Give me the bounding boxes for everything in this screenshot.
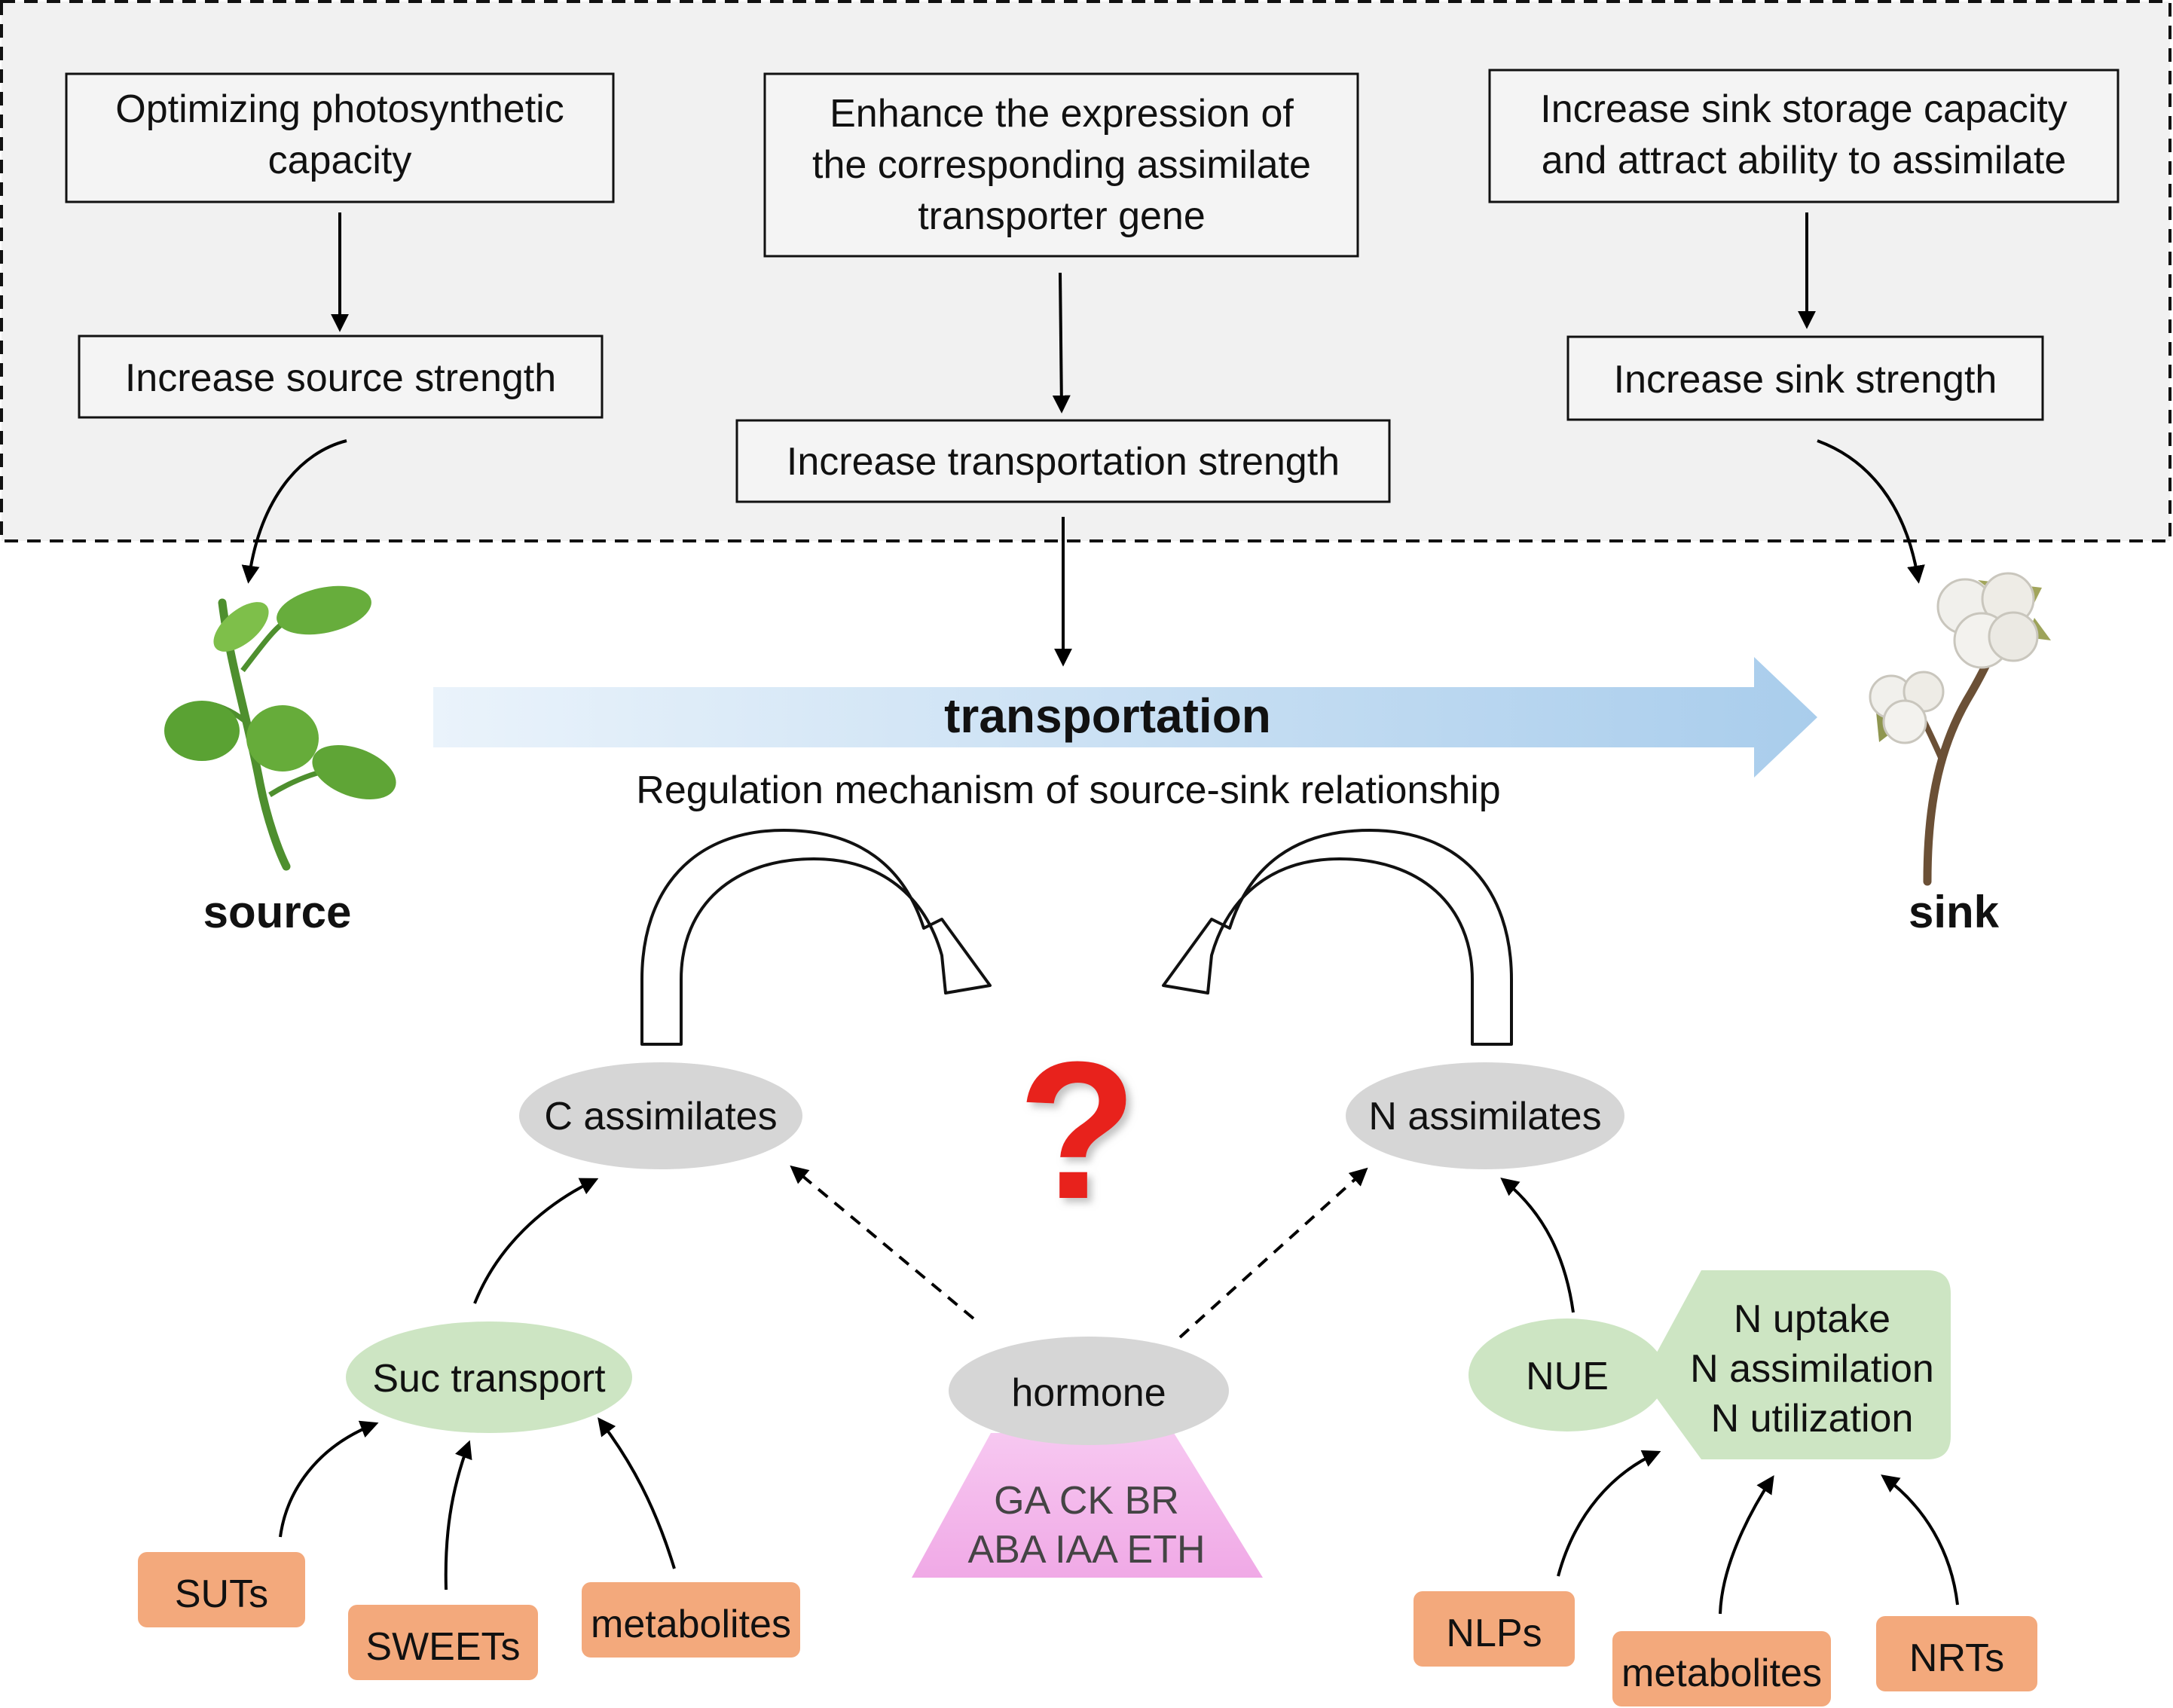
hormone-list-line-2: ABA IAA ETH [967, 1528, 1205, 1572]
c-assimilates-oval [519, 1062, 802, 1169]
arrow-nlps-to-nue [1557, 1450, 1661, 1577]
hormone-list-line-1: GA CK BR [994, 1479, 1179, 1523]
expression-box [763, 72, 1359, 258]
expression-line-3: transporter gene [918, 194, 1206, 238]
arrow-expression-to-transport [1052, 272, 1071, 414]
suc-transport-label: Suc transport [372, 1357, 606, 1401]
sweets-label: SWEETs [365, 1625, 520, 1669]
dashed-arrow-hormone-to-n [1178, 1167, 1368, 1339]
nrts-label: NRTs [1909, 1636, 2004, 1680]
arrow-nrts-to-n-process [1881, 1474, 1959, 1606]
transportation-arrow [433, 657, 1817, 778]
c-assimilates-label: C assimilates [544, 1095, 777, 1138]
arrow-nue-to-n [1500, 1177, 1575, 1313]
nrts-box [1876, 1616, 2037, 1691]
arrow-metabolites-to-n-process [1719, 1475, 1774, 1615]
n-process-callout [1643, 1270, 1951, 1459]
transport-strength-box [735, 419, 1391, 503]
photosynthesis-box [65, 72, 615, 203]
sink-strength-box [1566, 335, 2044, 421]
dashed-arrow-hormone-to-c [790, 1165, 975, 1320]
hormone-trapezoid [912, 1433, 1263, 1578]
sink-strength-label: Increase sink strength [1614, 358, 1997, 402]
sink-capacity-box [1488, 69, 2120, 203]
arrow-sweets-to-suc [444, 1440, 472, 1590]
hormone-label: hormone [1011, 1371, 1166, 1415]
source-plant-icon [164, 585, 396, 871]
nlps-label: NLPs [1446, 1612, 1542, 1655]
c-feedback-arrow [640, 829, 992, 1046]
sweets-box [348, 1605, 538, 1680]
source-strength-label: Increase source strength [125, 356, 556, 400]
sink-label: sink [1909, 887, 2000, 937]
expression-line-2: the corresponding assimilate [812, 143, 1311, 187]
transport-strength-label: Increase transportation strength [787, 440, 1340, 484]
n-uptake-label: N uptake [1734, 1297, 1890, 1341]
suc-transport-oval [346, 1321, 632, 1433]
source-strength-box [78, 335, 604, 419]
suts-label: SUTs [175, 1572, 268, 1616]
expression-line-1: Enhance the expression of [830, 92, 1294, 136]
nlps-box [1414, 1591, 1575, 1667]
n-assimilation-label: N assimilation [1690, 1347, 1934, 1391]
n-assimilates-oval [1346, 1062, 1624, 1169]
sink-capacity-line-2: and attract ability to assimilate [1542, 139, 2067, 182]
c-metabolites-box [582, 1582, 800, 1658]
n-assimilates-label: N assimilates [1368, 1095, 1601, 1138]
arrow-to-sink [1817, 439, 1925, 584]
arrow-to-source [241, 439, 347, 584]
source-label: source [203, 887, 352, 937]
photosynthesis-line-2: capacity [268, 139, 412, 182]
regulation-label: Regulation mechanism of source-sink rela… [636, 768, 1500, 812]
arrow-suts-to-suc [279, 1420, 379, 1538]
n-metabolites-label: metabolites [1621, 1651, 1822, 1695]
sink-capacity-line-1: Increase sink storage capacity [1540, 87, 2067, 131]
question-mark: ? [1018, 1022, 1138, 1240]
sink-cotton-icon [1869, 572, 2051, 886]
arrow-suc-to-c [473, 1178, 599, 1304]
n-feedback-arrow [1162, 829, 1513, 1046]
hormone-oval [949, 1337, 1229, 1445]
nue-label: NUE [1526, 1355, 1609, 1398]
n-metabolites-box [1612, 1631, 1831, 1706]
arrow-metabolites-to-suc [597, 1417, 676, 1569]
suts-box [138, 1552, 305, 1627]
c-metabolites-label: metabolites [591, 1603, 791, 1646]
nue-oval [1469, 1318, 1666, 1431]
transportation-label: transportation [944, 689, 1271, 743]
photosynthesis-line-1: Optimizing photosynthetic [115, 87, 564, 131]
n-utilization-label: N utilization [1711, 1397, 1914, 1441]
